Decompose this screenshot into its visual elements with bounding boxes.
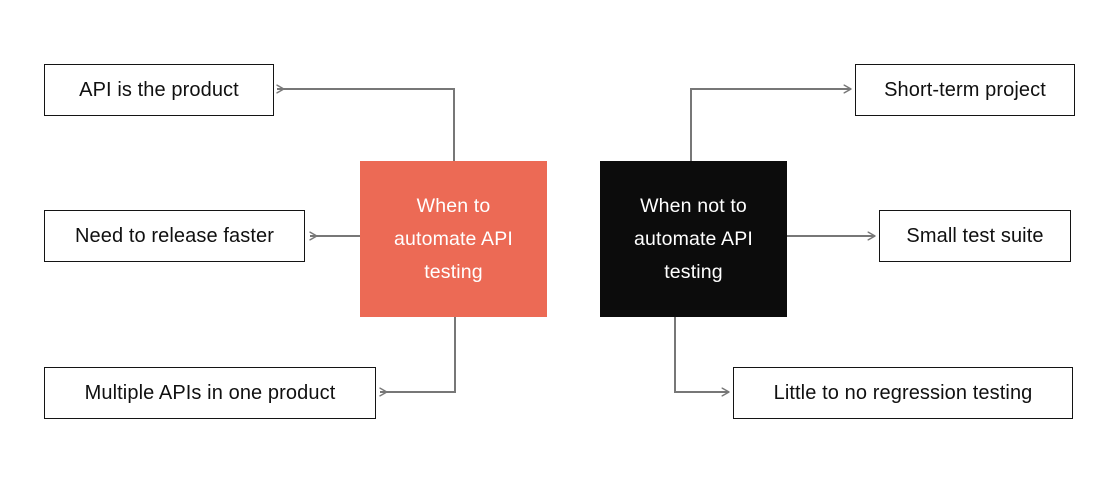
connector-hub-not-automate-to-little-to-no-regression-testing <box>674 317 729 392</box>
node-hub-when-to-automate-api-testing[interactable]: When to automate API testing <box>360 161 547 317</box>
connector-hub-automate-to-multiple-apis <box>380 317 456 392</box>
node-short-term-project[interactable]: Short-term project <box>855 64 1075 116</box>
node-multiple-apis-in-one-product[interactable]: Multiple APIs in one product <box>44 367 376 419</box>
connector-hub-automate-to-api-is-the-product <box>277 89 455 161</box>
node-little-to-no-regression-testing[interactable]: Little to no regression testing <box>733 367 1073 419</box>
node-api-is-the-product[interactable]: API is the product <box>44 64 274 116</box>
node-small-test-suite[interactable]: Small test suite <box>879 210 1071 262</box>
connector-hub-not-automate-to-short-term-project <box>690 89 851 161</box>
node-hub-when-not-to-automate-api-testing[interactable]: When not to automate API testing <box>600 161 787 317</box>
node-need-to-release-faster[interactable]: Need to release faster <box>44 210 305 262</box>
